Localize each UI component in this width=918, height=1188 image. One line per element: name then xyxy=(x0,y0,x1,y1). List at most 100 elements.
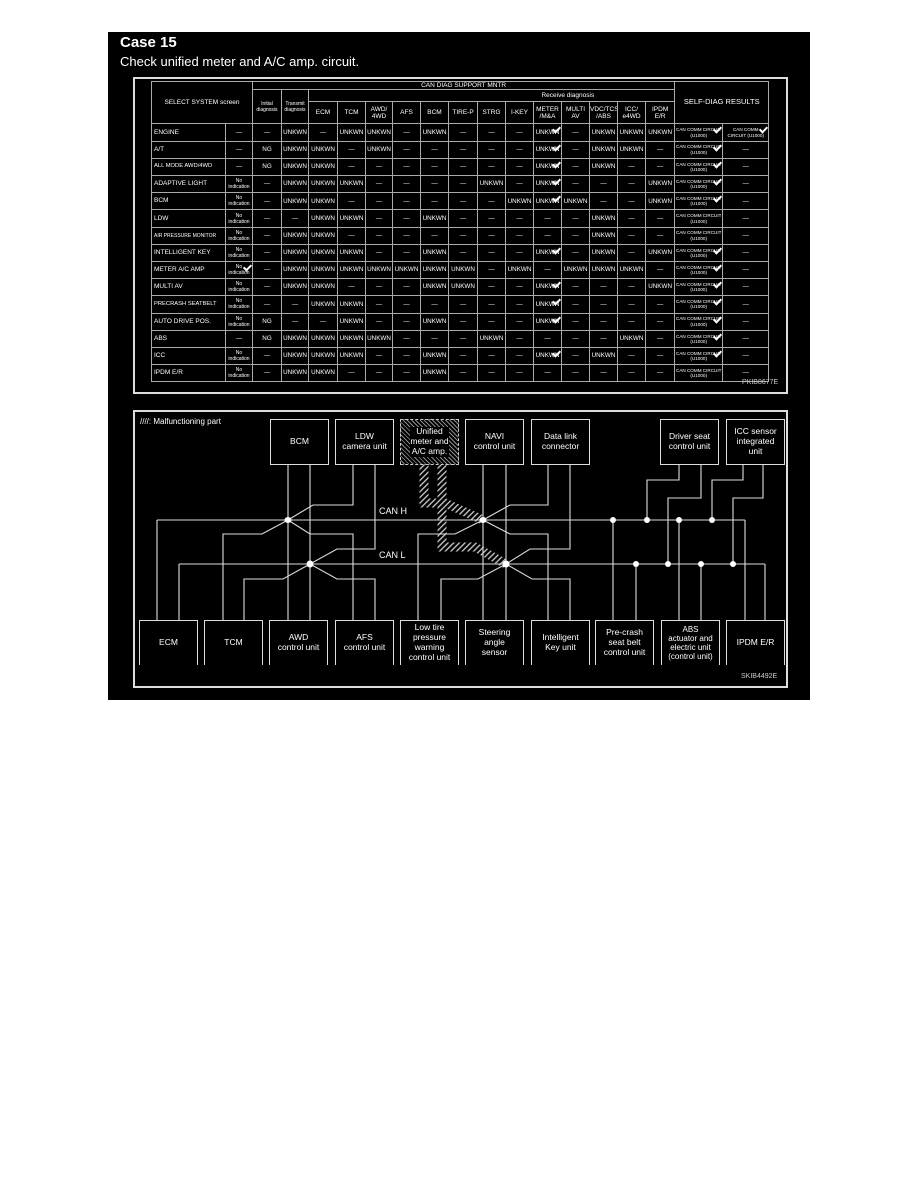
cell-value: — xyxy=(656,352,664,360)
unit-ipdm: IPDM E/R xyxy=(726,620,785,665)
cell-value: — xyxy=(656,231,664,239)
cell-value: CAN COMM CIRCUIT (U1000) xyxy=(676,264,722,276)
cell-value: UNKWN xyxy=(283,197,307,205)
table-cell: — xyxy=(533,364,562,383)
cell-value: UNKWN xyxy=(367,335,391,343)
cell-value: — xyxy=(600,283,607,291)
cell-value: UNKWN xyxy=(283,369,307,377)
cell-value: — xyxy=(403,352,410,360)
cell-value: UNKWN xyxy=(535,145,560,153)
cell-value: No indication xyxy=(228,195,250,208)
cell-value: — xyxy=(459,197,467,205)
cell-value: — xyxy=(628,214,635,222)
cell-value: — xyxy=(516,145,523,153)
cell-value: — xyxy=(263,249,271,257)
cell-value: — xyxy=(263,283,271,291)
cell-value: No indication xyxy=(228,350,250,362)
junction-node xyxy=(479,517,487,523)
cell-value: — xyxy=(600,317,607,325)
unit-driver-seat: Driver seat control unit xyxy=(660,419,719,465)
cell-value: — xyxy=(516,180,523,188)
cell-value: UNKWN xyxy=(422,249,447,257)
cell-value: — xyxy=(431,335,438,343)
cell-value: UNKWN xyxy=(339,335,364,343)
wire xyxy=(287,465,354,521)
cell-value: — xyxy=(375,369,383,377)
cell-value: — xyxy=(516,231,523,239)
cell-value: UNKWN xyxy=(648,197,672,205)
cell-value: — xyxy=(628,231,635,239)
cell-value: — xyxy=(488,369,495,377)
cell-value: — xyxy=(628,283,635,291)
cell-value: — xyxy=(375,214,383,222)
cell-value: — xyxy=(516,300,523,308)
cell-value: — xyxy=(488,231,495,239)
cell-value: UNKWN xyxy=(311,249,335,257)
cell-value: — xyxy=(600,197,607,205)
cell-value: CAN COMM CIRCUIT (U1000) xyxy=(676,299,722,310)
wire xyxy=(482,519,549,620)
unit-ldw-camera: LDW camera unit xyxy=(335,419,394,465)
cell-value: — xyxy=(572,283,579,291)
unit-bcm: BCM xyxy=(270,419,329,465)
cell-value: — xyxy=(431,145,438,153)
cell-value: — xyxy=(403,317,410,325)
cell-value: — xyxy=(572,180,579,188)
cell-value: — xyxy=(742,352,749,360)
cell-value: — xyxy=(516,369,523,377)
cell-value: UNKWN xyxy=(591,231,616,239)
cell-value: — xyxy=(488,145,495,153)
cell-value: — xyxy=(516,317,523,325)
cell-value: — xyxy=(375,231,383,239)
cell-value: UNKWN xyxy=(535,300,560,308)
cell-value: — xyxy=(488,214,495,222)
cell-value: — xyxy=(291,300,299,308)
cell-value: — xyxy=(431,180,438,188)
cell-value: UNKWN xyxy=(311,180,335,188)
cell-value: UNKWN xyxy=(648,249,672,257)
cell-value: — xyxy=(742,231,749,239)
wire xyxy=(222,519,289,620)
cell-value: — xyxy=(742,249,749,257)
case-subtitle: Check unified meter and A/C amp. circuit… xyxy=(120,54,360,69)
cell-value: — xyxy=(459,145,467,153)
diagram-frame xyxy=(133,410,788,688)
cell-value: — xyxy=(459,335,467,343)
cell-value: UNKWN xyxy=(283,128,307,136)
cell-value: — xyxy=(656,214,664,222)
cell-value: — xyxy=(544,214,551,222)
unit-awd: AWD control unit xyxy=(269,620,328,665)
cell-value: No indication xyxy=(228,315,250,328)
cell-value: UNKWN xyxy=(339,266,364,274)
junction-node xyxy=(644,517,650,523)
cell-value: UNKWN xyxy=(535,128,560,136)
cell-value: UNKWN xyxy=(648,128,672,136)
cell-value: — xyxy=(544,231,551,239)
cell-value: — xyxy=(263,352,271,360)
header-self-diag: SELF-DIAG RESULTS xyxy=(674,80,770,125)
cell-value: — xyxy=(375,352,383,360)
cell-value: — xyxy=(572,214,579,222)
cell-value: — xyxy=(235,145,243,153)
cell-value: — xyxy=(656,317,664,325)
cell-value: — xyxy=(459,249,467,257)
cell-value: UNKWN xyxy=(422,283,447,291)
cell-value: — xyxy=(319,128,327,136)
cell-value: UNKWN xyxy=(422,369,447,377)
cell-value: — xyxy=(572,145,579,153)
cell-value: — xyxy=(403,369,410,377)
junction-node xyxy=(306,560,314,568)
junction-node xyxy=(709,517,715,523)
cell-value: — xyxy=(459,214,467,222)
cell-value: UNKWN xyxy=(367,128,391,136)
cell-value: — xyxy=(516,335,523,343)
cell-value: — xyxy=(600,180,607,188)
cell-value: UNKWN xyxy=(591,128,616,136)
cell-value: — xyxy=(628,180,635,188)
cell-value: — xyxy=(348,231,355,239)
cell-value: — xyxy=(572,231,579,239)
